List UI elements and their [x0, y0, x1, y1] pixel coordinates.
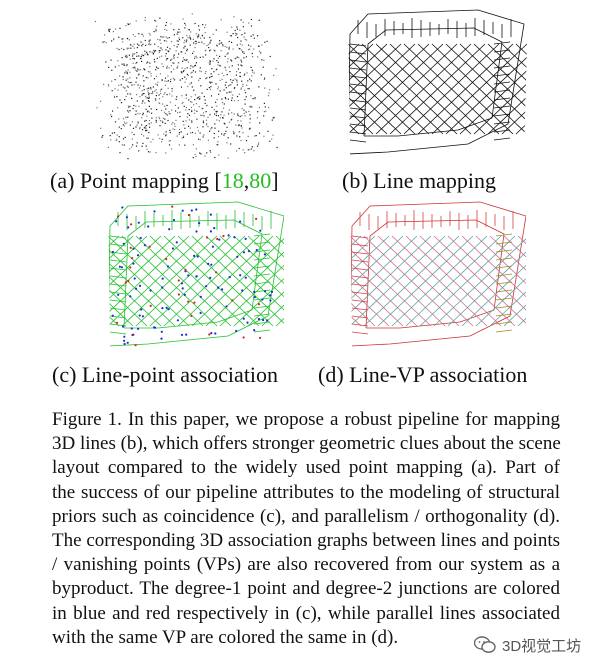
figure-caption-paragraph: Figure 1. In this paper, we propose a ro… — [52, 408, 561, 650]
panel-c-line-point — [88, 196, 284, 356]
wechat-icon — [473, 636, 496, 654]
citation-18[interactable]: 18 — [221, 168, 244, 193]
watermark-text: 3D视觉工坊 — [502, 637, 582, 655]
caption-d: (d) Line-VP association — [318, 364, 527, 386]
caption-a-text: (a) Point mapping [ — [50, 168, 222, 193]
panel-d-line-vp — [330, 196, 526, 356]
panel-a-point-mapping — [88, 8, 284, 164]
caption-line: layout compared to the widely used point… — [52, 457, 560, 479]
line-map-image — [348, 9, 528, 155]
caption-line: the success of our pipeline attributes t… — [52, 481, 560, 503]
caption-line: 3D lines (b), which offers stronger geom… — [52, 433, 561, 455]
caption-a-end: ] — [271, 168, 279, 193]
caption-d-text: (d) Line-VP association — [318, 362, 528, 387]
caption-line: The corresponding 3D association graphs … — [52, 530, 560, 552]
caption-line: with the same VP are colored the same in… — [52, 626, 399, 648]
line-vp-image — [350, 201, 526, 347]
caption-a: (a) Point mapping [18,80] — [50, 170, 279, 192]
caption-c-text: (c) Line-point association — [52, 362, 279, 387]
panel-b-line-mapping — [328, 4, 532, 164]
caption-line: in blue and red respectively in (c), whi… — [52, 602, 560, 624]
caption-line: / vanishing points (VPs) are also recove… — [52, 554, 560, 576]
caption-line: byproduct. The degree-1 point and degree… — [52, 578, 560, 600]
point-cloud-image — [94, 13, 280, 160]
caption-c: (c) Line-point association — [52, 364, 278, 386]
citation-80[interactable]: 80 — [249, 168, 272, 193]
line-point-image — [108, 201, 284, 347]
caption-line: Figure 1. In this paper, we propose a ro… — [52, 409, 560, 430]
watermark: 3D视觉工坊 — [473, 632, 582, 658]
caption-b-text: (b) Line mapping — [342, 168, 496, 193]
caption-b: (b) Line mapping — [342, 170, 496, 192]
caption-a-sep: , — [243, 168, 250, 193]
caption-line: priors such as coincidence (c), and para… — [52, 505, 560, 527]
